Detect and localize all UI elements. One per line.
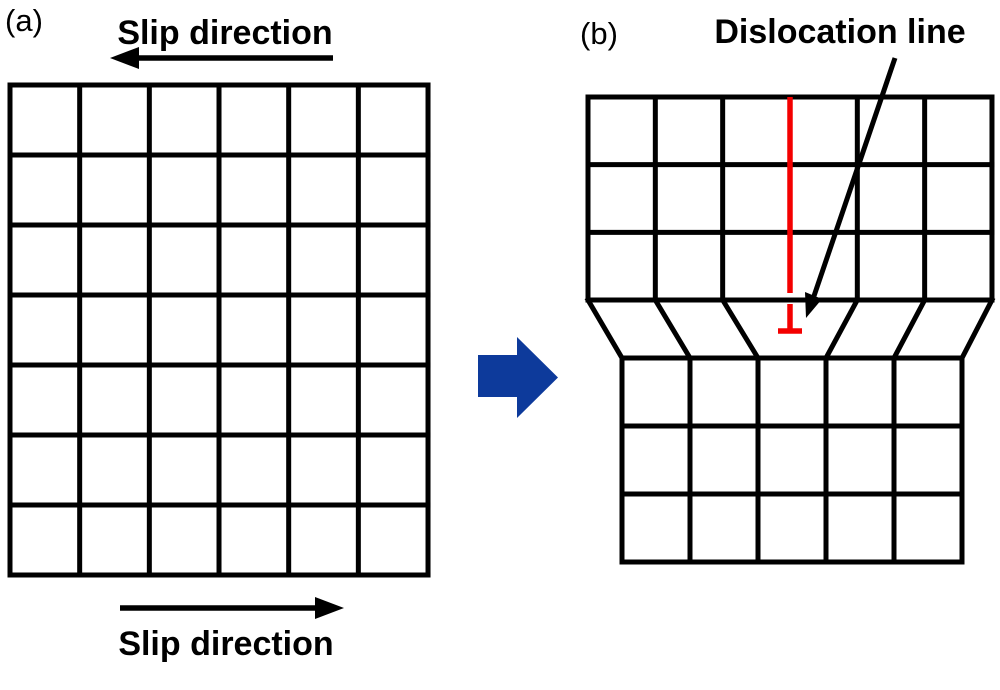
panel-a-label: (a): [5, 3, 43, 38]
panel-b-transition-planes: [584, 296, 996, 362]
transform-arrow-icon: [478, 337, 558, 418]
slanted-plane: [651, 296, 694, 362]
panel-a-lattice: [7, 82, 431, 578]
slanted-plane: [890, 296, 929, 362]
slanted-plane: [584, 296, 626, 362]
panel-b: (b) Dislocation line: [580, 13, 996, 565]
slip-direction-right-arrow-icon: [120, 597, 344, 619]
panel-b-label: (b): [580, 16, 618, 51]
slip-direction-top-label: Slip direction: [117, 14, 332, 52]
panel-a: (a) Slip direction Slip direction: [5, 3, 431, 663]
slip-direction-bottom-label: Slip direction: [118, 625, 333, 663]
slanted-plane: [719, 296, 762, 362]
slanted-plane: [822, 296, 861, 362]
slanted-plane: [958, 296, 996, 362]
slip-direction-left-arrow-icon: [110, 47, 333, 69]
dislocation-line-label: Dislocation line: [714, 13, 965, 51]
edge-dislocation-symbol: [778, 304, 802, 334]
panel-b-lower-lattice: [619, 355, 965, 565]
dislocation-pointer-arrow: [805, 57, 898, 318]
